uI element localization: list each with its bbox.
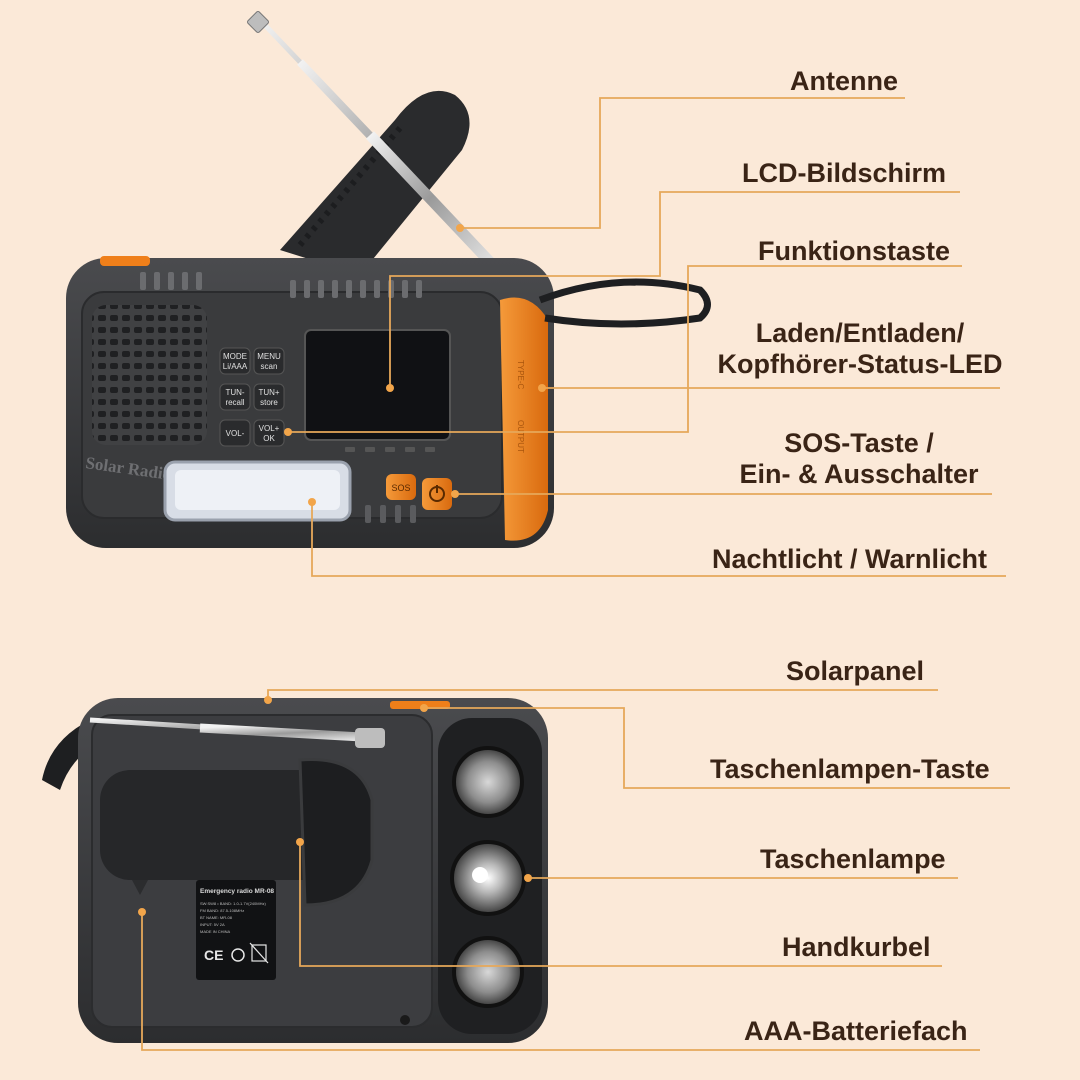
callout-status-led-line2: Kopfhörer-Status-LED xyxy=(717,349,1003,380)
callout-taschenlampe: Taschenlampe xyxy=(760,844,946,874)
port-label-typec: TYPE-C xyxy=(516,360,525,390)
recycle-icon xyxy=(231,948,245,962)
svg-text:VOL+: VOL+ xyxy=(259,424,280,433)
svg-text:TUN+: TUN+ xyxy=(258,388,279,397)
svg-text:recall: recall xyxy=(225,398,244,407)
svg-text:MODE: MODE xyxy=(223,352,247,361)
svg-text:FM BAND: 87.5-108MHz: FM BAND: 87.5-108MHz xyxy=(200,908,244,913)
leader-batterie xyxy=(141,912,980,1051)
callout-nachtlicht: Nachtlicht / Warnlicht xyxy=(712,544,988,574)
leader-antenne xyxy=(460,97,905,229)
callout-lcd-bildschirm: LCD-Bildschirm xyxy=(742,158,947,188)
svg-text:Emergency radio MR-08: Emergency radio MR-08 xyxy=(200,888,274,895)
volume-down-button[interactable]: VOL- xyxy=(219,419,251,447)
svg-text:store: store xyxy=(260,398,278,407)
battery-arrow-icon xyxy=(132,880,148,895)
svg-text:VOL-: VOL- xyxy=(226,429,245,438)
svg-text:MADE IN CHINA: MADE IN CHINA xyxy=(200,929,231,934)
orange-side-panel xyxy=(500,297,548,541)
top-vents xyxy=(140,272,422,298)
antenna-back xyxy=(89,717,385,748)
strap-hole xyxy=(400,1015,410,1025)
svg-text:SOS: SOS xyxy=(391,483,410,493)
flashlight-switch[interactable] xyxy=(390,701,450,709)
svg-text:INPUT: 5V 2A: INPUT: 5V 2A xyxy=(200,922,225,927)
reading-lamp-top xyxy=(452,746,524,818)
svg-text:MENU: MENU xyxy=(257,352,281,361)
svg-text:TUN-: TUN- xyxy=(225,388,244,397)
callout-status-led: Laden/Entladen/ Kopfhörer-Status-LED xyxy=(708,318,1012,380)
product-label: Emergency radio MR-08 SW:SW8 • BAND: 1.0… xyxy=(196,880,276,980)
callout-sos-line2: Ein- & Ausschalter xyxy=(739,459,979,490)
callout-handkurbel: Handkurbel xyxy=(782,932,931,962)
lcd-screen xyxy=(304,329,451,441)
callout-antenne: Antenne xyxy=(790,66,898,96)
sos-button[interactable]: SOS xyxy=(386,474,416,500)
tune-down-button[interactable]: TUN- recall xyxy=(219,383,251,411)
svg-text:OK: OK xyxy=(263,434,275,443)
menu-button[interactable]: MENU scan xyxy=(253,347,285,375)
leader-kurbel xyxy=(299,842,942,967)
callout-taschenlampen-taste: Taschenlampen-Taste xyxy=(710,754,990,784)
crank-handle-front xyxy=(280,90,470,275)
power-button[interactable] xyxy=(422,478,452,510)
radio-back: Emergency radio MR-08 SW:SW8 • BAND: 1.0… xyxy=(42,698,548,1043)
callout-sos-taste: SOS-Taste / Ein- & Ausschalter xyxy=(728,428,990,490)
hand-crank xyxy=(100,758,374,907)
callout-dots xyxy=(138,224,546,916)
callout-aaa-batteriefach: AAA-Batteriefach xyxy=(744,1016,968,1046)
callout-solarpanel: Solarpanel xyxy=(786,656,925,686)
weee-bin-icon xyxy=(251,944,267,962)
svg-text:scan: scan xyxy=(261,362,278,371)
tune-up-button[interactable]: TUN+ store xyxy=(253,383,285,411)
svg-text:Li/AAA: Li/AAA xyxy=(223,362,248,371)
svg-text:SW:SW8 • BAND: 1.0-1.7V(240MHz: SW:SW8 • BAND: 1.0-1.7V(240MHz) xyxy=(200,901,266,906)
radio-front: Solar Radio MODE Li/AAA MENU scan TUN- xyxy=(66,11,711,548)
ce-mark: CE xyxy=(204,947,223,963)
svg-text:BT NAME: MR-08: BT NAME: MR-08 xyxy=(200,915,233,920)
speaker-grille xyxy=(92,305,207,445)
reading-lamp-bottom xyxy=(452,936,524,1008)
wrist-strap xyxy=(538,278,711,328)
mode-button[interactable]: MODE Li/AAA xyxy=(219,347,251,375)
volume-up-button[interactable]: VOL+ OK xyxy=(253,419,285,447)
flashlight-lens xyxy=(450,840,526,916)
leader-nacht xyxy=(311,502,1006,577)
status-led-row xyxy=(345,447,435,452)
callout-status-led-line1: Laden/Entladen/ xyxy=(755,318,965,348)
leader-lcd xyxy=(389,191,960,388)
callout-sos-line1: SOS-Taste / xyxy=(784,428,934,458)
leader-lines xyxy=(141,97,1010,1051)
callout-funktionstaste: Funktionstaste xyxy=(758,236,951,266)
port-label-output: OUTPUT xyxy=(516,420,525,453)
leader-taschen-taste xyxy=(424,707,1010,789)
leader-funktion xyxy=(288,265,962,433)
